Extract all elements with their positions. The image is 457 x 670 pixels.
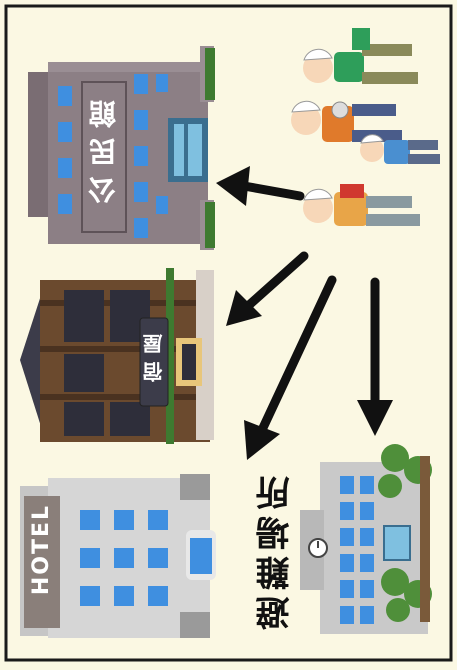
hotel-sign: HOTEL <box>28 504 56 595</box>
inn-sign: 宿屋 <box>142 326 166 382</box>
evacuees-group <box>291 28 440 226</box>
arrow-to-inn <box>226 256 304 326</box>
inn-building <box>20 268 214 444</box>
arrow-to-community-hall <box>216 166 300 206</box>
shelter-building <box>300 444 432 634</box>
community-hall-sign: 公民館 <box>87 90 121 204</box>
community-hall-building <box>28 46 215 250</box>
shelter-label: 避難場所 <box>256 470 296 630</box>
arrow-to-shelter <box>357 282 393 436</box>
arrow-to-hotel <box>244 280 332 460</box>
